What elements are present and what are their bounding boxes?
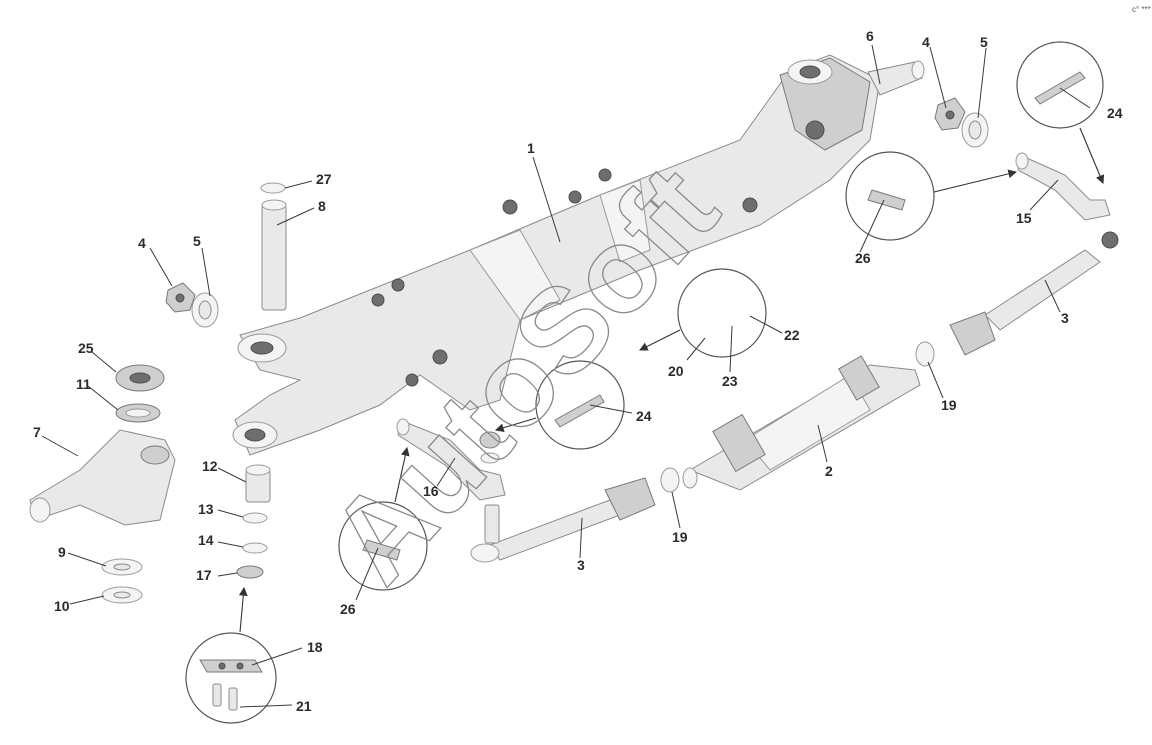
detail-circle-key-bottom: [338, 446, 428, 591]
callout-17: 17: [196, 567, 212, 583]
callout-8: 8: [318, 198, 326, 214]
corner-mark: c° ***: [1132, 5, 1151, 14]
callout-19-left: 19: [672, 529, 688, 545]
shim-9: [101, 558, 143, 576]
detail-circle-plate-bolts: [185, 586, 277, 724]
callout-19-right: 19: [941, 397, 957, 413]
tie-rod-right: [949, 231, 1119, 356]
detail-circle-pin-mid: [639, 268, 767, 358]
callout-26-bottom: 26: [340, 601, 356, 617]
washer-right: [961, 112, 989, 148]
leader-lines: [41, 44, 1091, 708]
callout-18: 18: [307, 639, 323, 655]
steering-knuckle: [29, 429, 176, 526]
callout-22: 22: [784, 327, 800, 343]
ball-joint-15: [1015, 152, 1111, 221]
nut-right: [934, 97, 966, 131]
callout-16: 16: [423, 483, 439, 499]
callout-labels: 1 2 3 3 4 4 5 5 6 7 8 9 10 11 12 13 14 1…: [33, 28, 1123, 714]
callout-12: 12: [202, 458, 218, 474]
callout-9: 9: [58, 544, 66, 560]
detail-circle-key-top: [845, 151, 1018, 241]
callout-27: 27: [316, 171, 332, 187]
bearing-25: [115, 364, 165, 392]
snap-ring-19-right: [915, 341, 935, 367]
shim-10: [101, 586, 143, 604]
callout-24-mid: 24: [636, 408, 652, 424]
callout-13: 13: [198, 501, 214, 517]
spindle-right: [867, 60, 925, 96]
callout-2: 2: [825, 463, 833, 479]
callout-26-top: 26: [855, 250, 871, 266]
callout-4-right: 4: [922, 34, 930, 50]
ring-14: [242, 542, 268, 554]
ball-joint-16: [396, 418, 506, 544]
callout-3-left: 3: [577, 557, 585, 573]
callout-3-right: 3: [1061, 310, 1069, 326]
washer-left: [191, 292, 219, 328]
axle-beam: [232, 54, 881, 456]
ring-13: [242, 512, 268, 524]
seal-11: [115, 403, 161, 423]
callout-7: 7: [33, 424, 41, 440]
callout-4-left: 4: [138, 235, 146, 251]
callout-5-right: 5: [980, 34, 988, 50]
callout-24-top: 24: [1107, 105, 1123, 121]
cap-17: [236, 565, 264, 579]
callout-21: 21: [296, 698, 312, 714]
callout-1: 1: [527, 140, 535, 156]
king-pin: [261, 199, 287, 311]
callout-14: 14: [198, 532, 214, 548]
steering-cylinder: [682, 355, 921, 491]
callout-6: 6: [866, 28, 874, 44]
callout-23: 23: [722, 373, 738, 389]
detail-circle-cotter-pin-mid: [494, 360, 625, 450]
callout-10: 10: [54, 598, 70, 614]
callout-20: 20: [668, 363, 684, 379]
snap-ring-19-left: [660, 467, 680, 493]
callout-25: 25: [78, 340, 94, 356]
callout-5-left: 5: [193, 233, 201, 249]
nut-left: [165, 282, 196, 313]
tie-rod-left: [470, 477, 656, 563]
plug-27: [260, 182, 286, 194]
nut-16: [479, 431, 501, 464]
callout-11: 11: [76, 376, 91, 392]
bushing-12: [245, 464, 271, 503]
callout-15: 15: [1016, 210, 1032, 226]
